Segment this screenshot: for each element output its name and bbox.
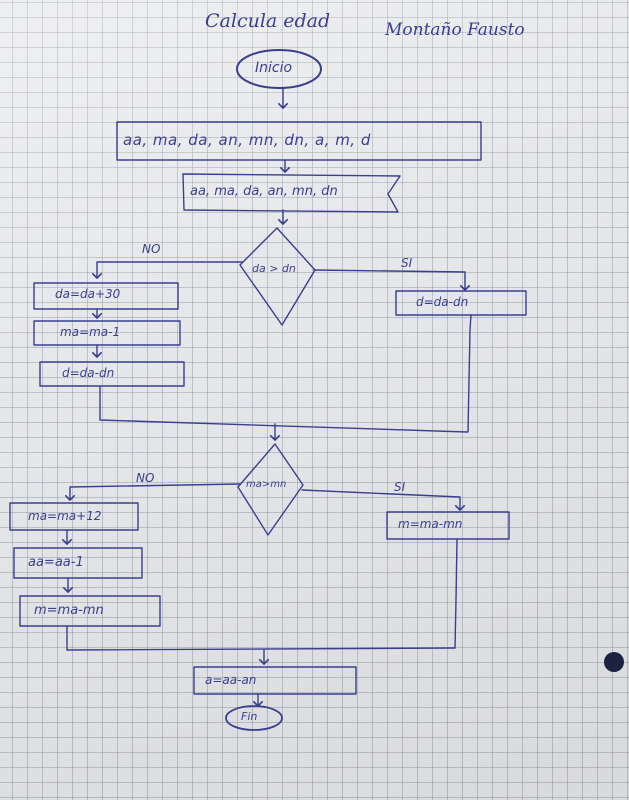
input-label: aa, ma, da, an, mn, dn [190,184,338,199]
step-aa-label: aa=aa-1 [28,555,84,570]
step-m-si-label: m=ma-mn [398,517,463,531]
end-label: Fin [241,710,258,723]
end-oval [225,705,283,731]
step-m-no-box [19,595,161,627]
decision2-label: ma>mn [246,479,287,490]
decision1-diamond [239,227,316,326]
decision1-si-label: SI [401,256,413,270]
step-ma2-box [9,502,139,531]
step-m-no-label: m=ma-mn [34,603,104,618]
decision2-diamond [237,443,304,536]
step-da-label: da=da+30 [55,287,121,301]
step-m-si-box [386,511,510,540]
step-da-box [33,282,179,310]
declare-label: aa, ma, da, an, mn, dn, a, m, d [123,131,371,149]
decision1-label: da > dn [252,262,296,275]
step-ma-box [33,320,181,346]
decision2-si-label: SI [394,480,406,494]
final-step-label: a=aa-an [205,673,257,687]
step-ma2-label: ma=ma+12 [28,509,102,523]
start-label: Inicio [255,60,293,76]
step-d-no-box [39,361,185,387]
declare-box [116,121,482,161]
step-aa-box [13,547,143,579]
step-d-si-label: d=da-dn [416,295,469,309]
page-title: Calcula edad [205,10,331,32]
start-oval [236,49,322,89]
author-name: Montaño Fausto [385,20,525,40]
input-shape [182,173,401,213]
step-ma-label: ma=ma-1 [60,325,121,339]
final-step-box [193,666,357,695]
step-d-no-label: d=da-dn [62,366,115,380]
decision1-no-label: NO [142,242,161,256]
decision2-no-label: NO [136,471,155,485]
binder-hole [604,652,624,672]
step-d-si-box [395,290,527,316]
